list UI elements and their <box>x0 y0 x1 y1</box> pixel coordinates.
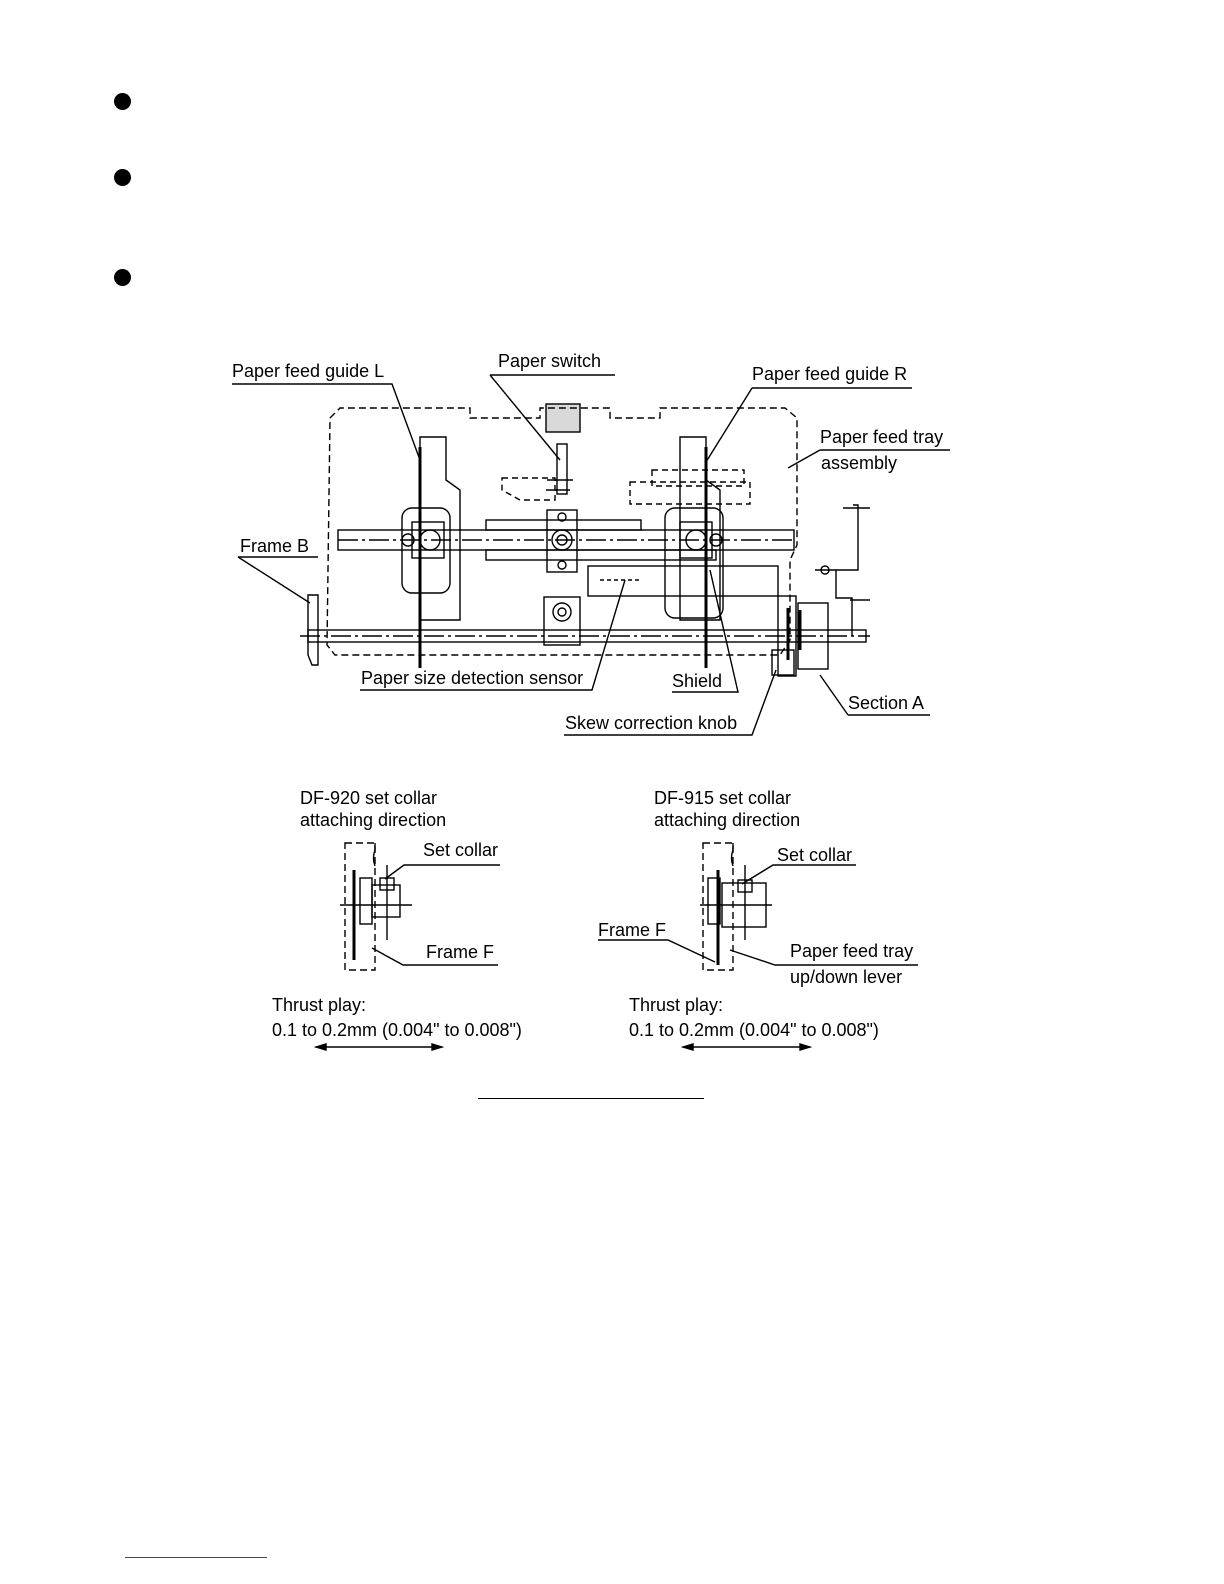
label-paper-feed-tray-line2: assembly <box>821 453 898 473</box>
tray-outline <box>326 407 798 656</box>
sensor-board <box>587 565 779 597</box>
detail-right-set-collar: Set collar <box>777 845 853 865</box>
label-paper-feed-tray-line1: Paper feed tray <box>820 427 944 447</box>
detail-left-thrust-line1: Thrust play: <box>272 995 367 1015</box>
label-paper-switch: Paper switch <box>498 351 602 371</box>
label-shield: Shield <box>672 671 723 691</box>
detail-right-frame-f: Frame F <box>598 920 667 940</box>
detail-right-title-line2: attaching direction <box>654 810 801 830</box>
frame-b <box>307 594 319 666</box>
bullet-1 <box>114 93 131 110</box>
detail-left-set-collar: Set collar <box>423 840 499 860</box>
bullet-3 <box>114 269 131 286</box>
detail-left-frame-f: Frame F <box>426 942 495 962</box>
label-section-a: Section A <box>848 693 925 713</box>
detail-right-thrust-line2: 0.1 to 0.2mm (0.004" to 0.008") <box>629 1020 879 1040</box>
detail-right-title-line1: DF-915 set collar <box>654 788 792 808</box>
top-tab <box>545 403 581 433</box>
footer-rule <box>125 1557 267 1558</box>
detail-right-thrust-line1: Thrust play: <box>629 995 724 1015</box>
label-skew-correction-knob: Skew correction knob <box>565 713 738 733</box>
detail-left-title-line1: DF-920 set collar <box>300 788 438 808</box>
label-paper-feed-guide-l: Paper feed guide L <box>232 361 385 381</box>
label-paper-feed-guide-r: Paper feed guide R <box>752 364 908 384</box>
detail-left-thrust-line2: 0.1 to 0.2mm (0.004" to 0.008") <box>272 1020 522 1040</box>
center-block <box>546 509 578 573</box>
bullet-2 <box>114 169 131 186</box>
paper-switch-bracket <box>501 477 556 501</box>
label-paper-size-detection-sensor: Paper size detection sensor <box>361 668 584 688</box>
right-guide <box>679 436 721 621</box>
caption-rule <box>478 1098 704 1099</box>
detail-right-lever-line1: Paper feed tray <box>790 941 914 961</box>
detail-left-title-line2: attaching direction <box>300 810 447 830</box>
label-frame-b: Frame B <box>240 536 310 556</box>
detail-left-drawing <box>313 842 500 1051</box>
detail-right-lever-line2: up/down lever <box>790 967 903 987</box>
detail-right-drawing <box>598 842 918 1051</box>
section-a-box <box>797 602 829 670</box>
lever <box>835 504 859 636</box>
